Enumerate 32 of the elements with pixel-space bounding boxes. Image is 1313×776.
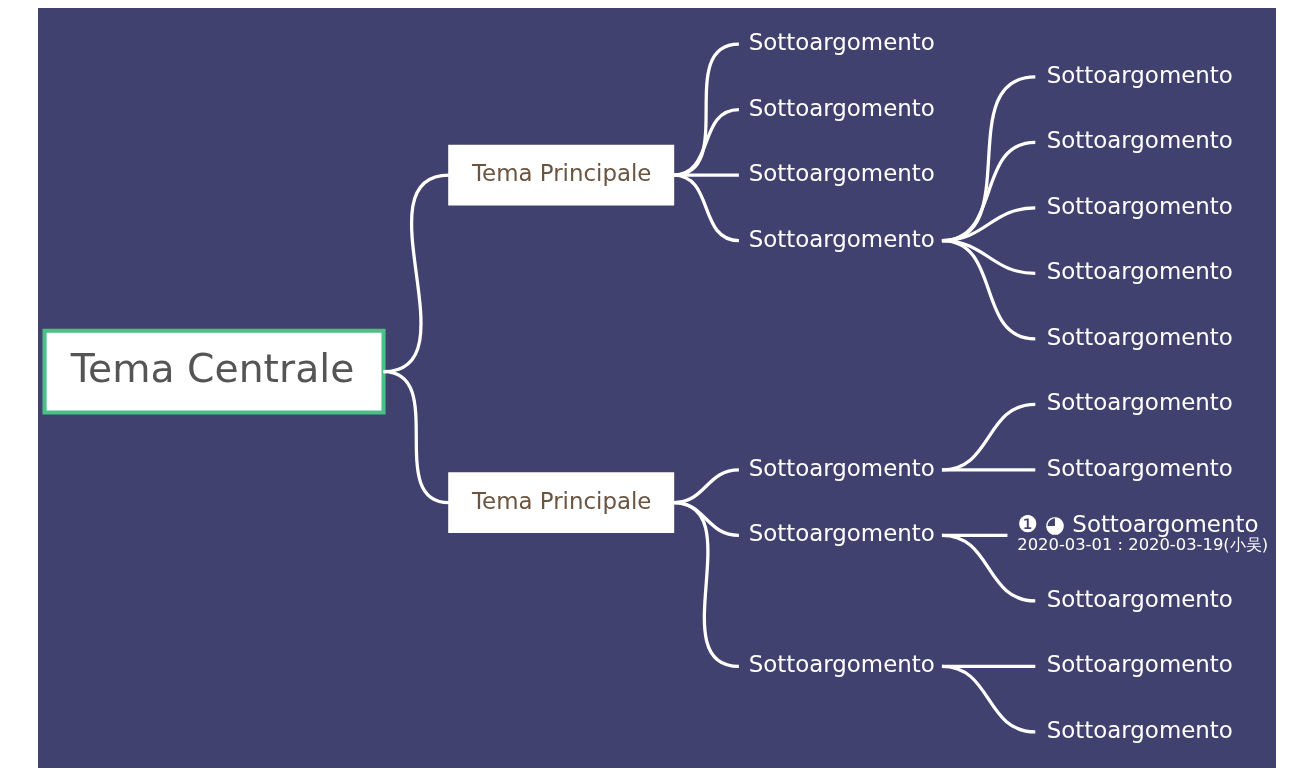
node-text: Sottoargomento: [748, 160, 935, 187]
node-text: Sottoargomento: [748, 225, 935, 252]
connector: [941, 468, 1035, 472]
connector: [941, 402, 1035, 472]
connector: [941, 533, 1035, 603]
node-text: Sottoargomento: [1046, 651, 1233, 678]
node-text: Sottoargomento: [748, 454, 935, 481]
node-text: Sottoargomento: [1046, 258, 1233, 285]
node-text: Sottoargomento: [748, 520, 935, 547]
node-text: Sottoargomento: [1046, 192, 1233, 219]
connector: [941, 664, 1035, 734]
node-text: Sottoargomento: [748, 94, 935, 121]
node-text: Sottoargomento: [1046, 61, 1233, 88]
node-box: Tema Principale: [447, 472, 674, 533]
node-box: Tema Principale: [447, 144, 674, 206]
node-text: Sottoargomento: [1046, 127, 1233, 154]
connector: [672, 42, 739, 177]
connector: [672, 173, 739, 177]
connector: [672, 173, 739, 243]
node-text: Sottoargomento: [1046, 454, 1233, 481]
node-text: ❶ ◕ Sottoargomento 2020-03-01 : 2020-03-19(小吴): [1016, 511, 1268, 555]
connector: [382, 370, 449, 505]
connector: [941, 239, 1035, 341]
node-text: Sottoargomento: [1046, 389, 1233, 416]
connector: [672, 108, 739, 177]
node-text: Sottoargomento: [1046, 323, 1233, 350]
node-text: Sottoargomento: [748, 29, 935, 56]
node-text: Sottoargomento: [1046, 716, 1233, 743]
node-text: Sottoargomento: [748, 651, 935, 678]
connector: [672, 501, 739, 668]
node-box: Tema Centrale: [42, 328, 386, 415]
node-text: Sottoargomento: [1046, 585, 1233, 612]
